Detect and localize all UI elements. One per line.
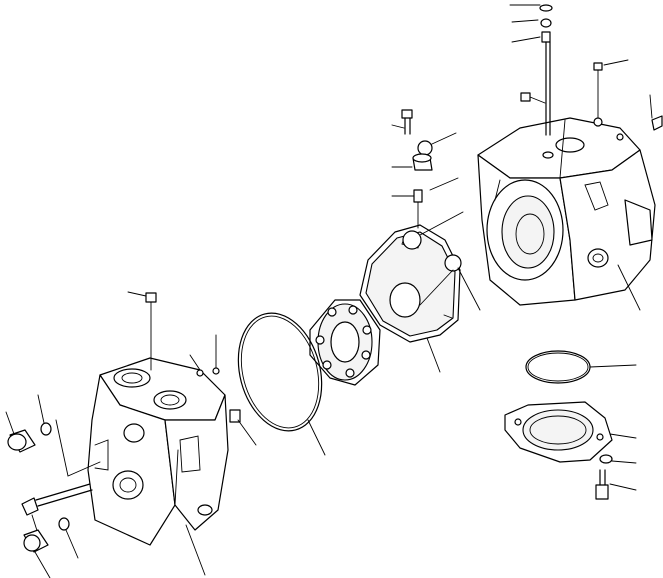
upper-case-housing: [477, 117, 656, 306]
valve-cover-plate: [359, 224, 461, 373]
upper-right-fasteners: [520, 4, 663, 136]
flange-o-ring: [525, 350, 637, 384]
lower-left-fasteners: [5, 291, 257, 578]
leader-lines-upper-right: [509, 4, 653, 311]
washer-and-bolt: [595, 454, 637, 500]
valve-plate: [309, 299, 381, 386]
end-cap-housing: [87, 357, 229, 576]
flange-plate: [504, 401, 637, 463]
small-parts-column: [391, 109, 481, 311]
case-gasket: [237, 312, 326, 456]
